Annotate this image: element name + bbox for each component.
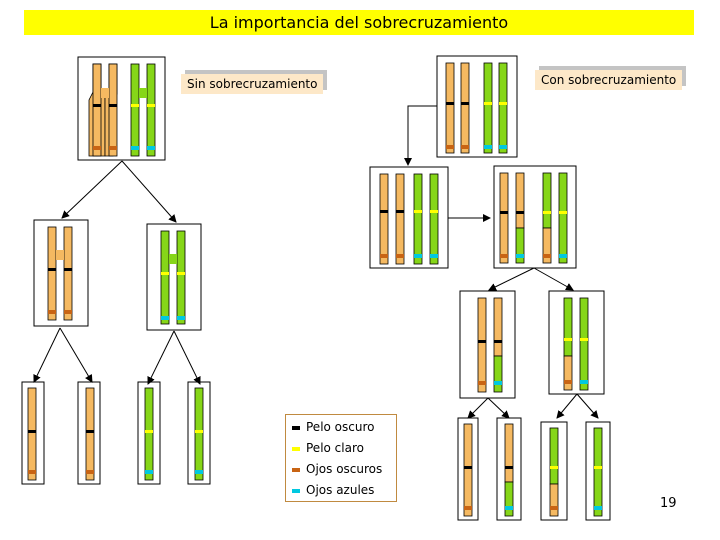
swatch-dark-hair (292, 425, 300, 430)
daughter-cell-green (146, 223, 202, 331)
label-with-crossover: Con sobrecruzamiento (535, 70, 683, 90)
swatch-dark-eyes (292, 467, 300, 472)
parent-cell-left (77, 56, 166, 161)
chromosome-left-parent (92, 63, 156, 157)
swatch-blue-eyes (292, 488, 300, 493)
swatch-light-hair (292, 446, 300, 451)
legend-item-dark-hair: Pelo oscuro (292, 419, 375, 435)
legend-item-blue-eyes: Ojos azules (292, 482, 374, 498)
slide-title: La importancia del sobrecruzamiento (24, 10, 694, 35)
label-no-crossover: Sin sobrecruzamiento (181, 74, 324, 94)
page-number: 19 (660, 496, 677, 511)
legend-item-light-hair: Pelo claro (292, 440, 364, 456)
legend: Pelo oscuro Pelo claro Ojos oscuros Ojos… (285, 414, 397, 502)
daughter-cell-orange (33, 219, 89, 327)
legend-item-dark-eyes: Ojos oscuros (292, 461, 382, 477)
